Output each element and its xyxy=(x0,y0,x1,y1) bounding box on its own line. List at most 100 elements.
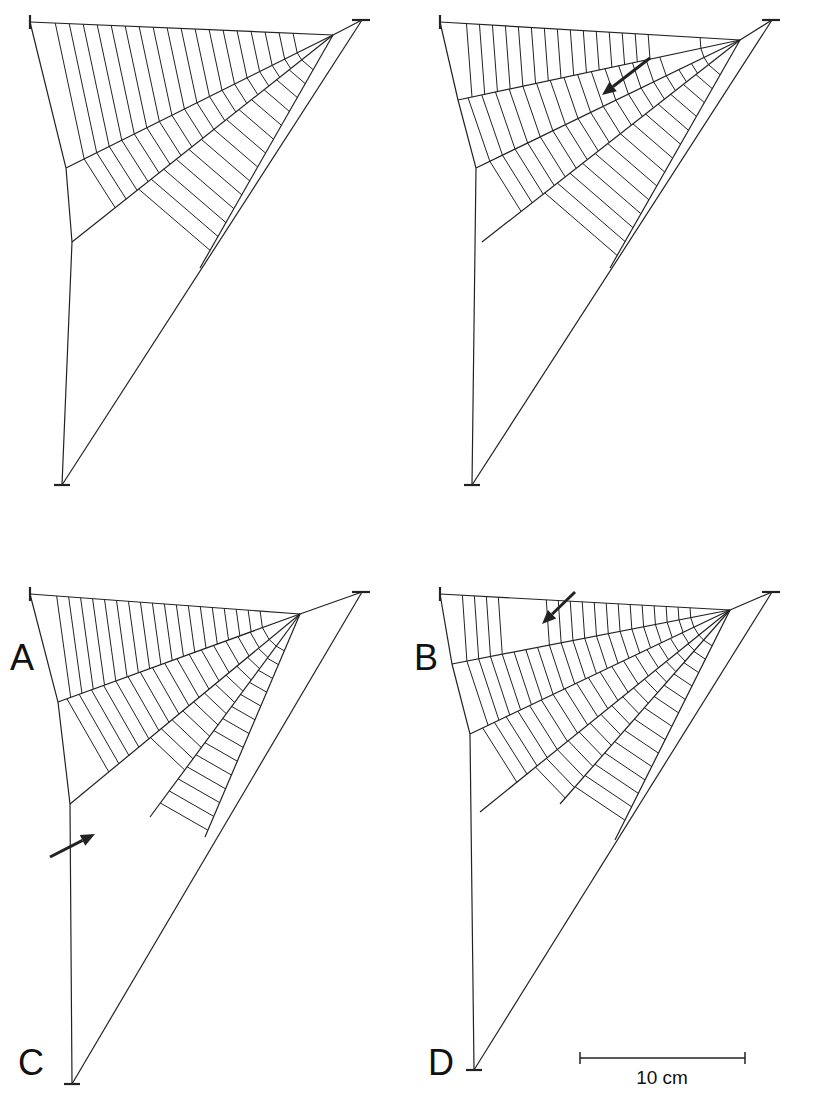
spiral-thread xyxy=(699,635,704,640)
frame-thread xyxy=(62,20,362,485)
spiral-thread xyxy=(679,620,683,632)
frame-thread xyxy=(72,592,362,1084)
spiral-thread xyxy=(201,650,219,681)
spiral-thread xyxy=(682,633,689,643)
spiral-thread xyxy=(678,607,680,620)
spiral-thread xyxy=(608,144,657,186)
spiral-thread xyxy=(249,682,266,692)
spiral-thread xyxy=(694,651,706,659)
spiral-thread xyxy=(568,741,593,767)
spiral-thread xyxy=(677,653,685,661)
radius-thread xyxy=(440,22,740,40)
spiral-thread xyxy=(297,53,301,60)
anchor-tick xyxy=(54,484,70,486)
frame-thread xyxy=(333,20,362,35)
pointer-arrow xyxy=(613,58,650,86)
radius-thread xyxy=(610,40,740,268)
radius-thread xyxy=(66,35,333,168)
spiral-thread xyxy=(177,659,199,698)
spiral-thread xyxy=(269,639,276,646)
spiral-thread xyxy=(117,600,128,676)
spiral-thread xyxy=(116,681,149,739)
spiral-thread xyxy=(644,679,657,693)
spiral-thread xyxy=(277,80,298,98)
spiral-thread xyxy=(214,731,243,748)
spiral-thread xyxy=(590,723,611,745)
frame-thread xyxy=(300,592,362,614)
spiral-thread xyxy=(654,82,665,99)
spiral-thread xyxy=(667,622,672,637)
frame-thread xyxy=(730,592,772,610)
spiral-thread xyxy=(609,32,612,67)
spiral-thread xyxy=(557,29,561,78)
spiral-thread xyxy=(189,654,209,689)
spiral-thread xyxy=(251,31,260,71)
spiral-thread xyxy=(683,84,704,102)
spiral-thread xyxy=(237,31,247,78)
frame-thread xyxy=(30,594,72,1084)
radius-thread xyxy=(482,40,740,242)
spiral-thread xyxy=(545,193,617,256)
spiral-thread xyxy=(655,624,661,642)
spiral-thread xyxy=(181,28,197,102)
spiral-thread xyxy=(462,595,467,661)
spiral-thread xyxy=(635,34,637,62)
arrow-head xyxy=(80,834,95,846)
spiral-thread xyxy=(704,640,712,646)
spiral-thread xyxy=(267,658,278,664)
spiral-thread xyxy=(215,684,234,702)
spiral-thread xyxy=(150,738,184,770)
spiral-thread xyxy=(538,647,553,694)
spiral-thread xyxy=(486,597,490,657)
radius-thread xyxy=(440,594,730,610)
spiral-thread xyxy=(490,161,521,211)
spiral-thread xyxy=(252,100,282,126)
scale-line xyxy=(580,1057,745,1059)
radius-thread xyxy=(480,610,730,812)
spiral-thread xyxy=(595,764,638,793)
radius-thread xyxy=(615,610,730,840)
spiral-thread xyxy=(502,155,532,203)
spiral-thread xyxy=(506,717,537,766)
spiral-thread xyxy=(81,598,94,689)
spiral-thread xyxy=(544,28,548,81)
spiral-thread xyxy=(691,618,694,628)
anchor-tick xyxy=(64,1083,80,1085)
spiral-thread xyxy=(595,153,649,199)
spiral-thread xyxy=(183,711,210,736)
spiral-thread xyxy=(536,767,566,798)
spiral-thread xyxy=(164,169,226,222)
spiral-thread xyxy=(565,125,587,160)
spiral-thread xyxy=(79,694,119,763)
spiral-thread xyxy=(188,606,194,653)
spiral-thread xyxy=(666,662,676,672)
spiral-thread xyxy=(518,27,522,86)
spiral-thread xyxy=(285,59,291,68)
panel-letter: C xyxy=(18,1045,44,1081)
spiral-thread xyxy=(83,24,109,146)
spiral-thread xyxy=(194,702,218,725)
frame-thread xyxy=(440,594,474,1070)
anchor-tick xyxy=(352,591,370,593)
spiral-thread xyxy=(204,693,226,714)
anchor-tick xyxy=(29,587,31,601)
spiral-thread xyxy=(565,689,588,725)
spiral-thread xyxy=(205,743,237,762)
spiral-thread xyxy=(492,25,497,91)
spiral-thread xyxy=(302,60,314,70)
spiral-thread xyxy=(125,26,147,128)
spiral-thread xyxy=(140,602,149,668)
spiral-thread xyxy=(666,76,675,91)
spiral-thread xyxy=(236,609,240,636)
radius-thread xyxy=(70,614,300,804)
spiral-thread xyxy=(265,32,272,65)
spiral-thread xyxy=(625,730,659,753)
spiral-thread xyxy=(212,607,217,644)
spiral-thread xyxy=(530,706,558,750)
spiral-thread xyxy=(223,719,249,734)
spiral-thread xyxy=(596,636,607,669)
panel-letter: B xyxy=(414,640,438,676)
spiral-thread xyxy=(169,791,214,816)
spiral-thread xyxy=(694,627,699,635)
